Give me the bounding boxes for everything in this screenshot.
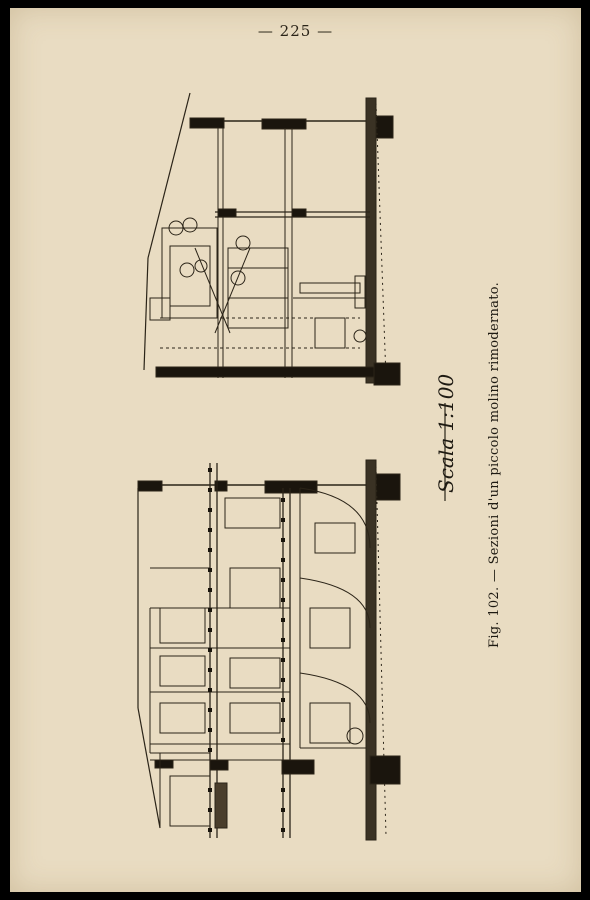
mill-sections-drawing [137,92,446,841]
upper-section [143,92,401,386]
column-rivets [208,468,285,832]
book-page: — 225 — [10,8,581,892]
lower-section [137,459,401,841]
page-number: — 225 — [257,22,334,40]
figure-caption: Fig. 102. — Sezioni d'un piccolo molino … [487,281,502,648]
scale-label: Scala 1:100 [434,373,458,493]
